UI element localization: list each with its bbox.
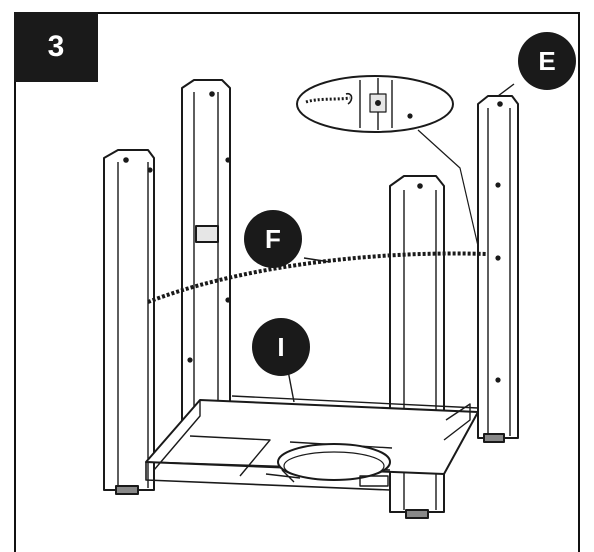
- chain-f: [147, 251, 487, 304]
- callout-f: F: [244, 210, 302, 268]
- step-number: 3: [47, 30, 65, 63]
- leader-zoom: [417, 129, 479, 247]
- leader-f: [303, 257, 331, 263]
- front-left-leg: [103, 149, 155, 495]
- detail-zoom-bubble: [296, 75, 454, 133]
- callout-i-label: I: [277, 331, 285, 362]
- back-left-leg: [181, 79, 231, 421]
- leader-e: [497, 83, 515, 97]
- step-number-badge: 3: [14, 12, 98, 82]
- callout-e-label: E: [538, 45, 556, 76]
- callout-i: I: [252, 318, 310, 376]
- chain-icon: [305, 96, 351, 104]
- callout-f-label: F: [265, 223, 281, 254]
- back-right-leg: [477, 95, 519, 443]
- callout-e: E: [518, 32, 576, 90]
- bottom-frame: [145, 395, 479, 491]
- assembly-illustration: [103, 75, 519, 519]
